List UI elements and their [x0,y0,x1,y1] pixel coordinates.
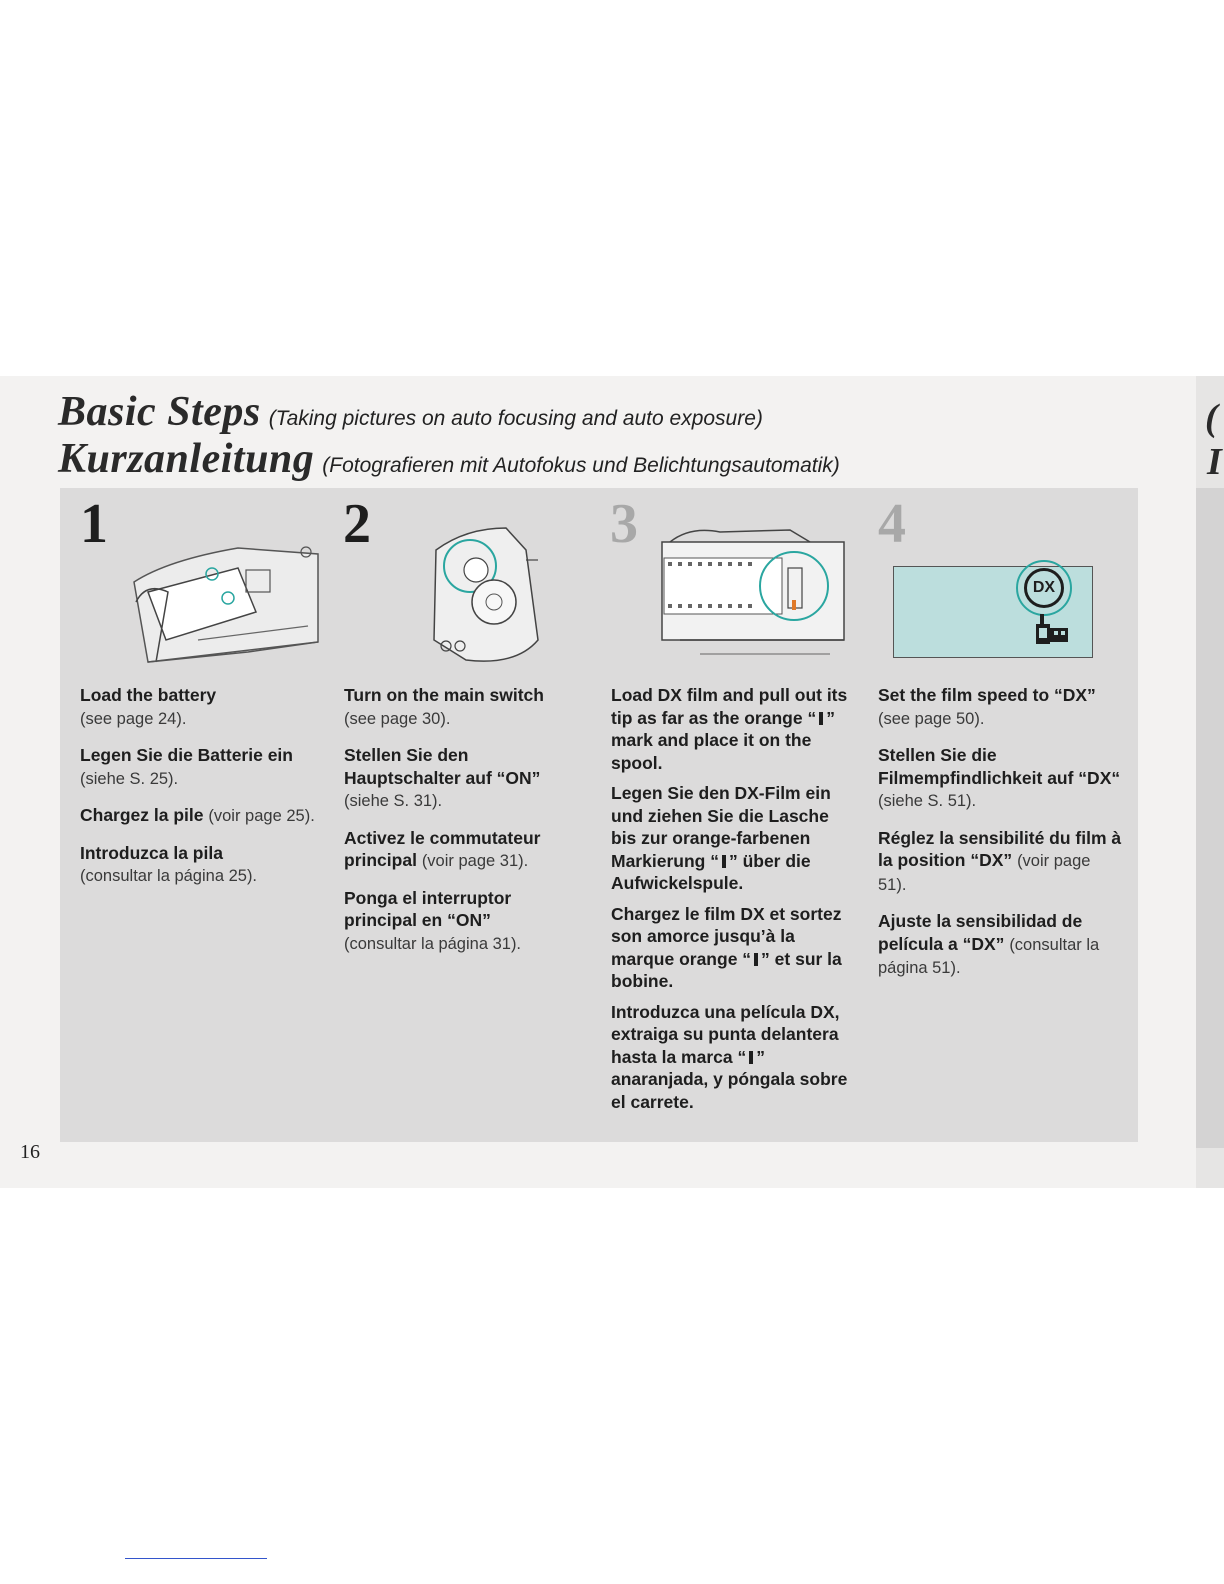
step-4-text: Set the film speed to “DX”(see page 50).… [878,685,1122,977]
step-3-text: Load DX film and pull out its tip as far… [611,685,848,1112]
step-number-4: 4 [878,493,906,555]
film-loading-illustration [661,529,845,655]
step-number-3: 3 [610,493,638,555]
orange-mark-icon [819,711,824,725]
page-subtitle: (Taking pictures on auto focusing and au… [268,407,763,430]
page-title: Basic Steps [58,389,261,435]
footer-rule [125,1558,267,1559]
step-number-2: 2 [343,493,371,555]
page-title-german: Kurzanleitung [58,436,315,482]
title-english: Basic Steps (Taking pictures on auto focu… [58,388,763,436]
dx-icon: DX [1024,568,1064,608]
orange-mark-icon [721,854,726,868]
orange-mark-icon [754,952,759,966]
battery-illustration [133,546,319,663]
step-2-text: Turn on the main switch(see page 30). St… [344,685,544,953]
step-1-text: Load the battery(see page 24). Legen Sie… [80,685,315,885]
next-page-edge [1196,376,1224,1188]
next-page-fragment: ( [1205,397,1218,439]
page-subtitle-german: (Fotografieren mit Autofokus und Belicht… [322,454,840,477]
orange-mark-icon [749,1050,754,1064]
main-switch-illustration [433,527,539,662]
film-cartridge-icon [1036,614,1068,644]
next-page-fragment: I [1207,441,1222,483]
step-number-1: 1 [80,493,108,555]
title-german: Kurzanleitung (Fotografieren mit Autofoku… [58,435,840,483]
page-number: 16 [20,1141,40,1163]
